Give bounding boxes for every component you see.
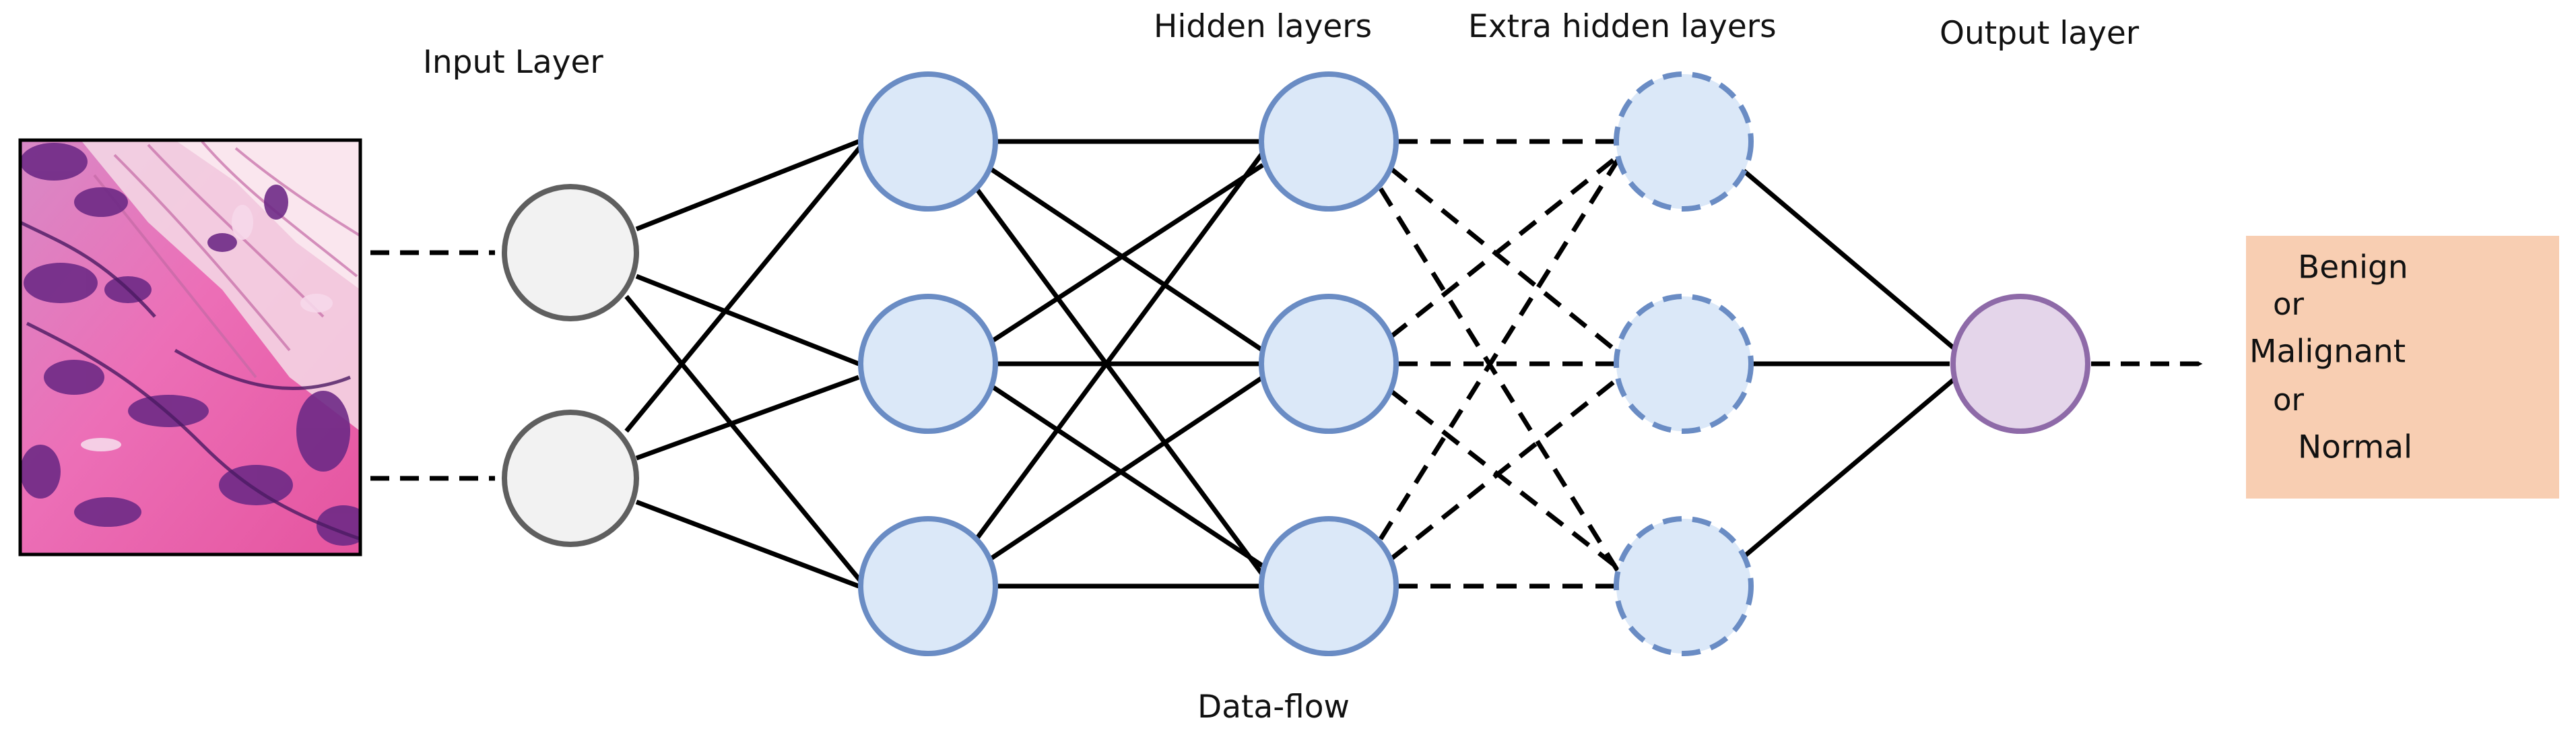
input-layer-nodes [502, 184, 639, 547]
hidden-node [1259, 71, 1399, 212]
output-layer-label: Output layer [1940, 15, 2140, 52]
output-class-normal: Normal [2298, 429, 2412, 466]
input-layer-label: Input Layer [423, 44, 603, 81]
output-class-background [2246, 236, 2559, 499]
hidden-node [1259, 294, 1399, 434]
extra-hidden-layers-label: Extra hidden layers [1468, 8, 1777, 45]
output-class-or-1: or [2273, 286, 2305, 322]
input-node [502, 410, 639, 547]
extra-hidden-node [1614, 71, 1754, 212]
output-class-malignant: Malignant [2249, 333, 2406, 371]
extra-hidden-layer-nodes [1614, 71, 1754, 656]
input-node [502, 184, 639, 321]
histology-tissue-image [18, 138, 362, 556]
extra-hidden-node [1614, 294, 1754, 434]
hidden-node [858, 516, 998, 656]
hidden-node [858, 294, 998, 434]
connections-extra-to-output [1739, 166, 1958, 561]
output-class-benign: Benign [2298, 249, 2408, 286]
connections-hidden2-to-extra [1379, 139, 1625, 589]
data-flow-label: Data-flow [1197, 689, 1350, 726]
hidden-layer-2-nodes [1259, 71, 1399, 656]
output-node [1950, 294, 2090, 434]
input-arrows [370, 250, 496, 481]
hidden-layers-label: Hidden layers [1154, 8, 1372, 45]
connections-input-to-hidden1 [624, 139, 864, 589]
hidden-layer-1-nodes [858, 71, 998, 656]
connections-hidden1-to-hidden2 [975, 139, 1268, 589]
hidden-node [858, 71, 998, 212]
hidden-node [1259, 516, 1399, 656]
extra-hidden-node [1614, 516, 1754, 656]
output-class-or-2: or [2273, 382, 2305, 418]
output-class-box: Benign or Malignant or Normal [2246, 236, 2559, 499]
